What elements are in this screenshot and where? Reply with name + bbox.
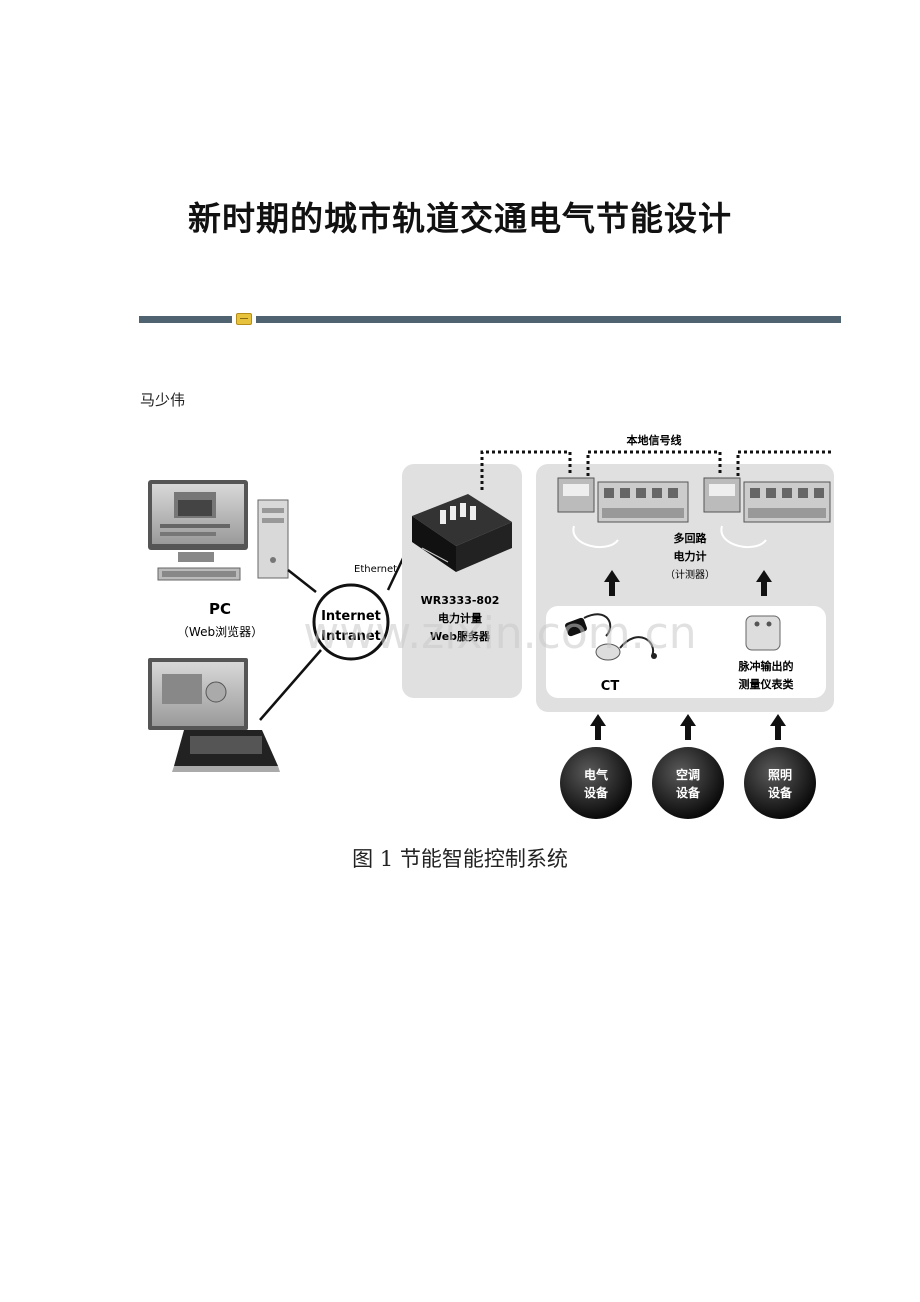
arrow-up-icon (604, 570, 620, 596)
meter-label-1: 多回路 (674, 531, 708, 545)
server-model: WR3333-802 (421, 594, 500, 607)
document-title: 新时期的城市轨道交通电气节能设计 (188, 199, 732, 238)
pulse-meter-icon (745, 615, 781, 651)
equip3-label-2: 设备 (768, 785, 793, 800)
ct-sensor-icon (565, 613, 657, 661)
meter-label-2: 电力计 (674, 549, 707, 563)
title-rule-right (256, 316, 841, 323)
equip2-label-1: 空调 (676, 767, 700, 782)
ct-label: CT (601, 679, 620, 694)
power-meter-1-icon (557, 477, 689, 523)
arrow-up-icon (756, 570, 772, 596)
equip2-label-2: 设备 (676, 785, 701, 800)
local-signal-line-label: 本地信号线 (627, 433, 682, 447)
arrow-up-icon (680, 714, 696, 740)
author-name: 马少伟 (140, 391, 186, 409)
figure-caption: 图 1 节能智能控制系统 (352, 847, 568, 871)
rule-ornament-icon (236, 313, 252, 325)
watermark: www.zixin.com.cn (303, 608, 696, 659)
internet-label: Internet (321, 609, 381, 624)
equip1-label-1: 电气 (584, 767, 608, 782)
lighting-equipment-node (744, 747, 816, 819)
arrow-up-icon (590, 714, 606, 740)
pc-label: PC (209, 600, 231, 618)
ethernet-label: Ethernet (354, 564, 397, 575)
intranet-label: Intranet (321, 629, 381, 644)
title-rule-left (139, 316, 232, 323)
pulse-label-1: 脉冲输出的 (738, 659, 794, 673)
equip3-label-1: 照明 (768, 767, 792, 782)
internet-node (312, 583, 390, 661)
electrical-equipment-node (560, 747, 632, 819)
server-label-power: 电力计量 (438, 611, 482, 625)
server-label-web: Web服务器 (430, 629, 491, 643)
pulse-label-2: 测量仪表类 (739, 677, 795, 691)
power-meter-2-icon (703, 477, 831, 523)
system-diagram: PC （Web浏览器） Internet Intranet Ethernet W… (148, 433, 834, 819)
arrow-up-icon (770, 714, 786, 740)
laptop-icon (148, 658, 280, 772)
hvac-equipment-node (652, 747, 724, 819)
meter-label-3: （计测器） (665, 568, 715, 581)
server-device-icon (412, 494, 512, 572)
desktop-pc-icon (148, 480, 289, 581)
equip1-label-2: 设备 (584, 785, 609, 800)
pc-sublabel: （Web浏览器） (177, 624, 263, 639)
